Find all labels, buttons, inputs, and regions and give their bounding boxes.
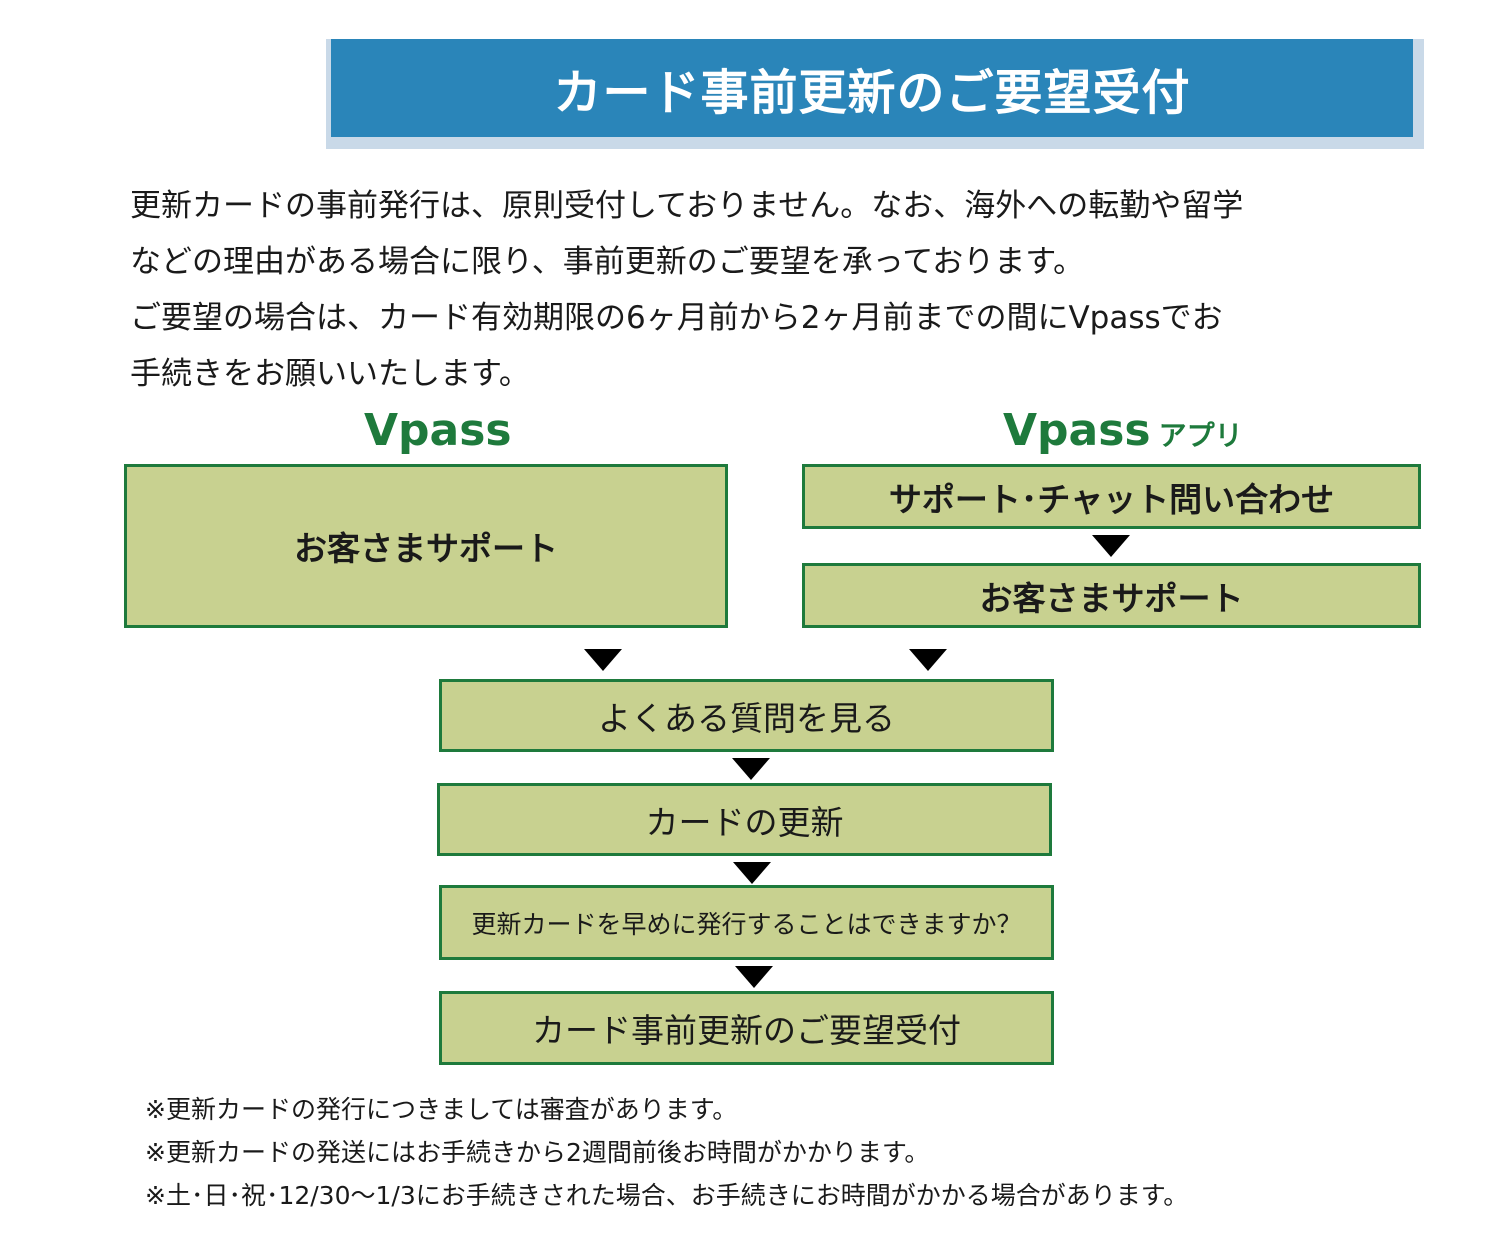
early-issue-question-box: 更新カードを早めに発行することはできますか？ xyxy=(439,885,1054,960)
footnote: ※土･日･祝･12/30～1/3にお手続きされた場合、お手続きにお時間がかかる場… xyxy=(145,1181,1189,1210)
footnote: ※更新カードの発送にはお手続きから2週間前後お時間がかかります。 xyxy=(145,1138,930,1167)
box-label: よくある質問を見る xyxy=(598,698,895,738)
arrow-down-icon xyxy=(584,649,622,671)
card-renewal-box: カードの更新 xyxy=(437,783,1052,856)
arrow-down-icon xyxy=(732,758,770,780)
intro-text: 更新カードの事前発行は、原則受付しておりません。なお、海外への転勤や留学 などの… xyxy=(130,178,1430,402)
box-label: お客さまサポート xyxy=(979,578,1244,618)
vpass-logo-text: Vpass xyxy=(364,405,512,456)
arrow-down-icon xyxy=(909,649,947,671)
vpass-customer-support-box: お客さまサポート xyxy=(124,464,728,628)
box-label: カードの更新 xyxy=(645,802,844,842)
vpass-app-logo-text: Vpass xyxy=(1003,405,1151,456)
intro-line: ご要望の場合は、カード有効期限の6ヶ月前から2ヶ月前までの間にVpassでお xyxy=(130,300,1223,336)
app-support-chat-box: サポート･チャット問い合わせ xyxy=(802,464,1421,529)
intro-line: などの理由がある場合に限り、事前更新のご要望を承っております。 xyxy=(130,244,1085,280)
footnotes: ※更新カードの発行につきましては審査があります。 ※更新カードの発送にはお手続き… xyxy=(145,1088,1188,1217)
vpass-app-sub-label: アプリ xyxy=(1158,419,1243,452)
app-customer-support-box: お客さまサポート xyxy=(802,563,1421,628)
intro-line: 手続きをお願いいたします。 xyxy=(130,356,530,392)
box-label: カード事前更新のご要望受付 xyxy=(532,1011,961,1050)
box-label: お客さまサポート xyxy=(294,529,558,568)
vpass-label: Vpass xyxy=(364,406,512,456)
arrow-down-icon xyxy=(735,966,773,988)
intro-line: 更新カードの事前発行は、原則受付しておりません。なお、海外への転勤や留学 xyxy=(130,188,1244,224)
box-label: 更新カードを早めに発行することはできますか？ xyxy=(471,909,1022,939)
footnote: ※更新カードの発行につきましては審査があります。 xyxy=(145,1095,738,1124)
advance-renewal-request-box: カード事前更新のご要望受付 xyxy=(439,991,1054,1065)
page-title: カード事前更新のご要望受付 xyxy=(553,65,1191,121)
arrow-down-icon xyxy=(733,862,771,884)
box-label: サポート･チャット問い合わせ xyxy=(888,479,1335,519)
faq-box: よくある質問を見る xyxy=(439,679,1054,752)
arrow-down-icon xyxy=(1092,535,1130,557)
page-title-banner: カード事前更新のご要望受付 xyxy=(331,39,1413,137)
